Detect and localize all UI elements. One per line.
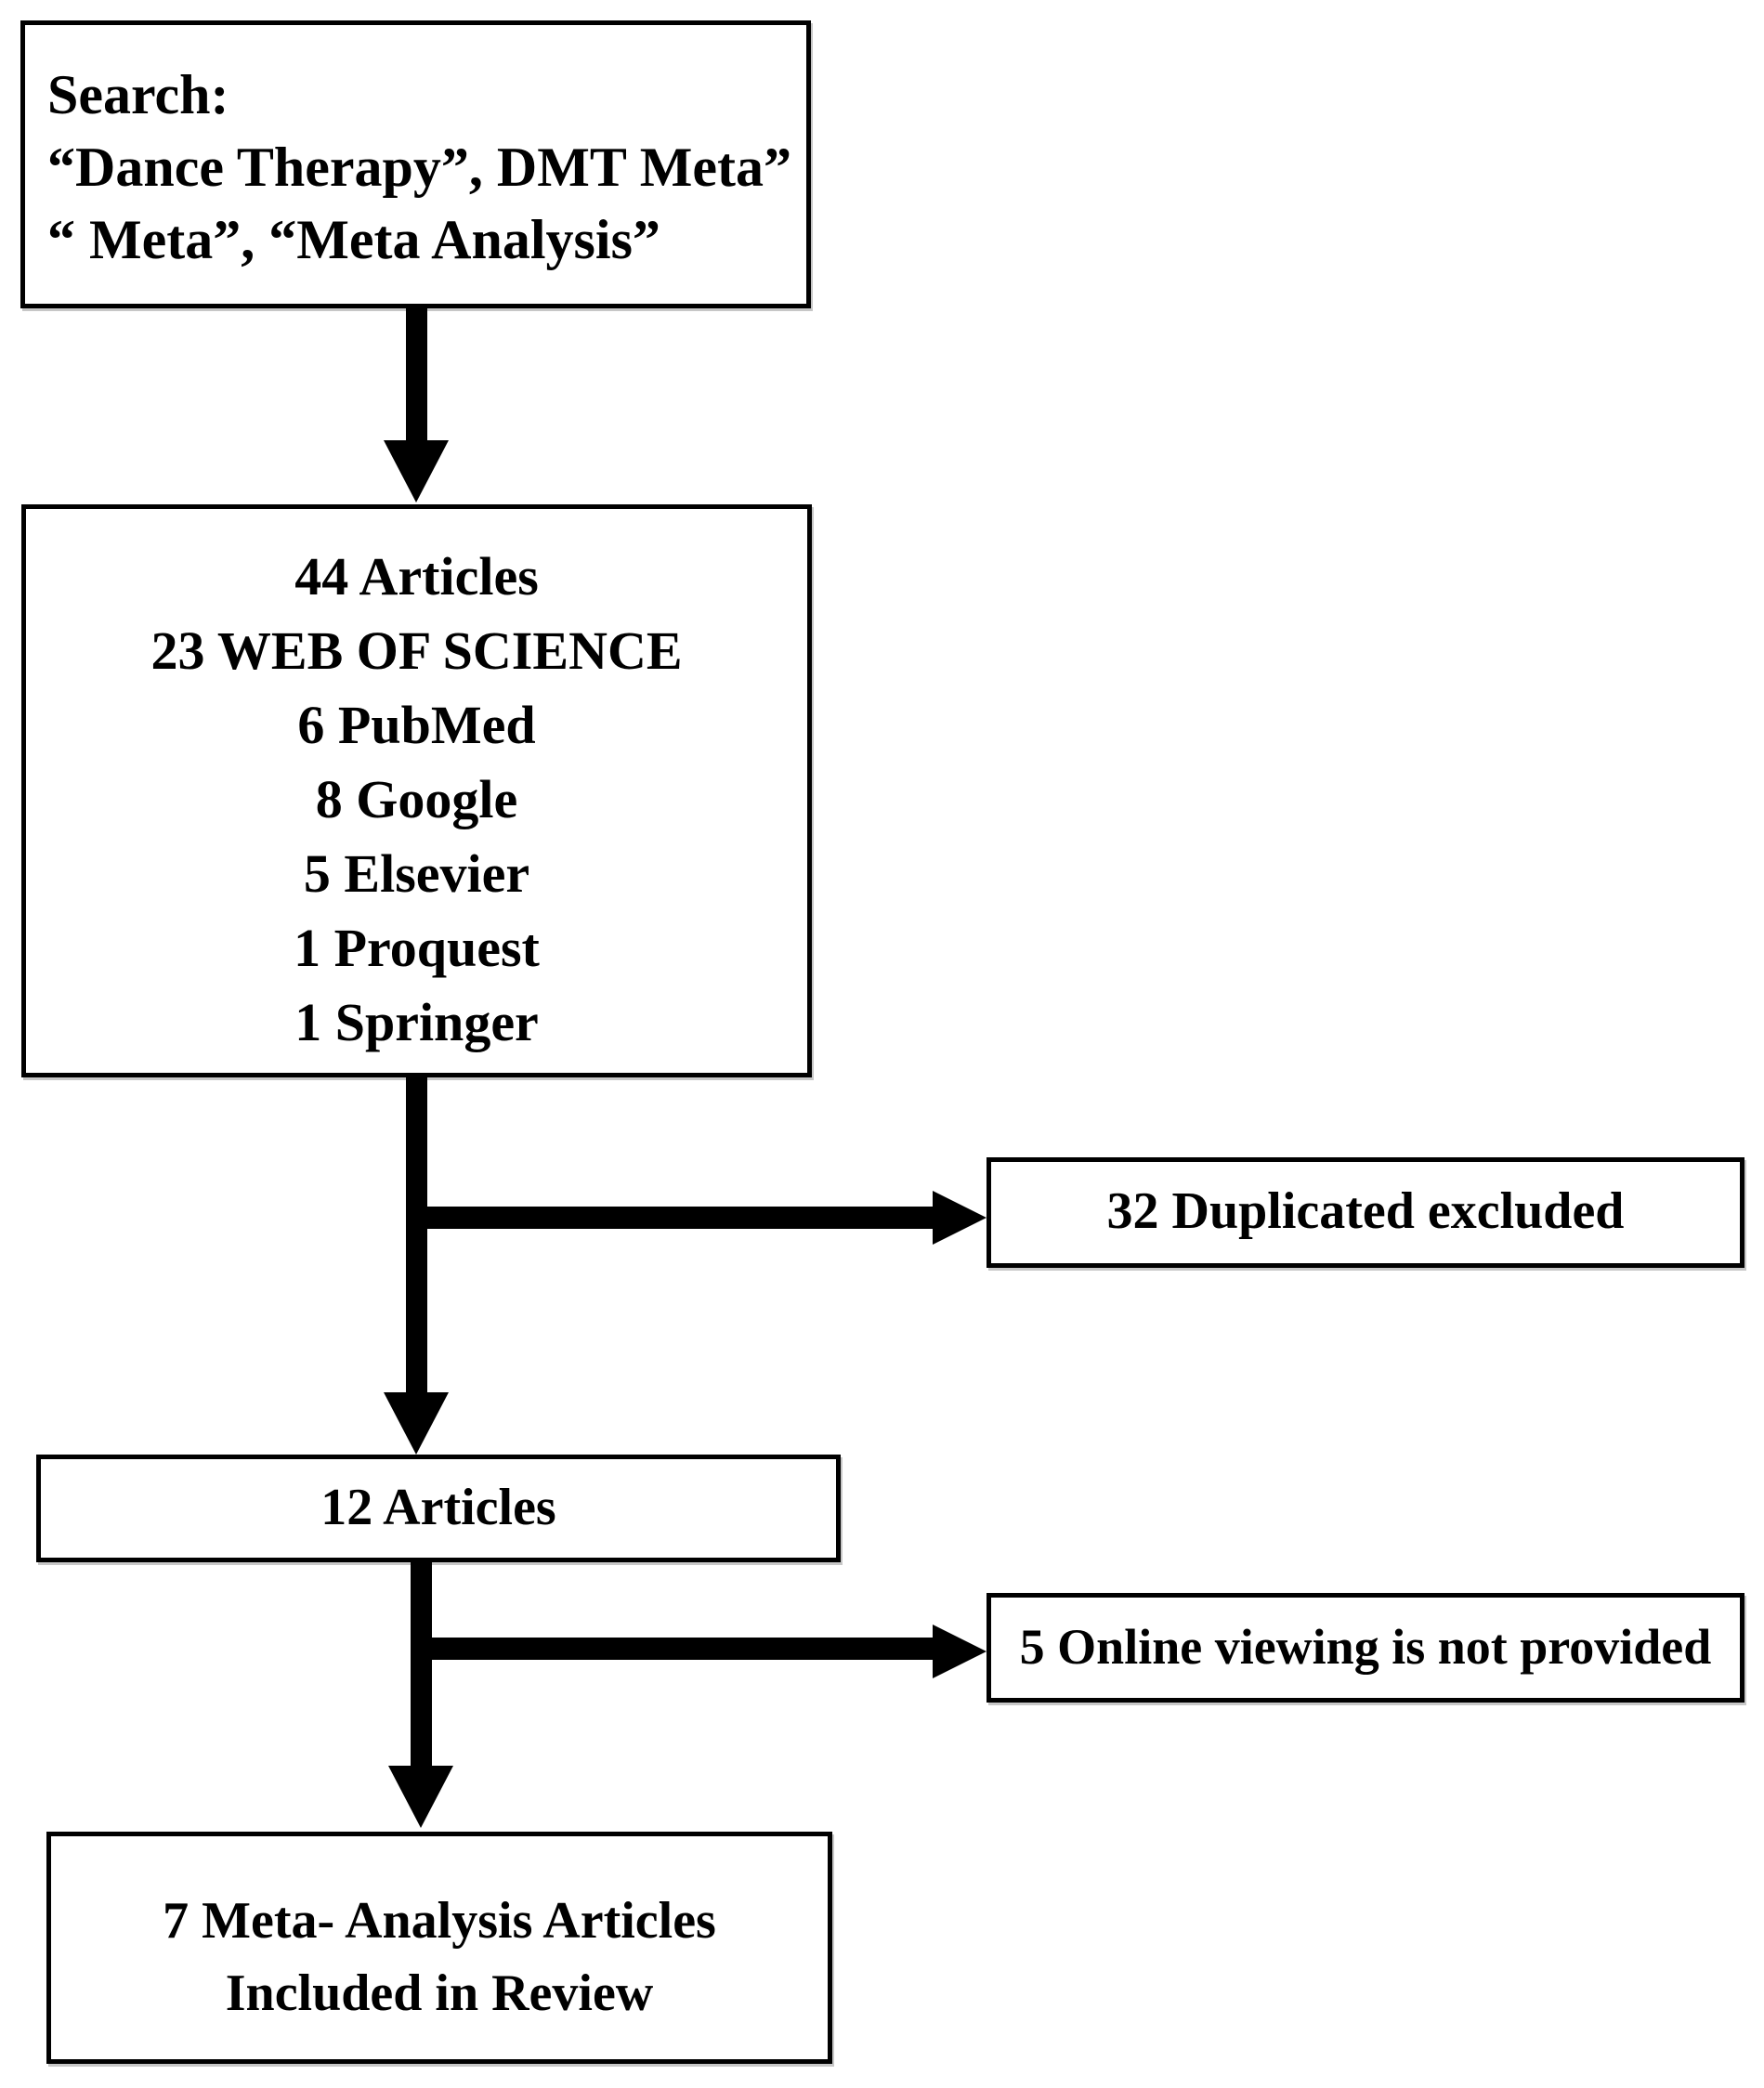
results-count-line: 5 Elsevier bbox=[303, 843, 530, 904]
search-terms-line: Search: bbox=[47, 64, 229, 125]
arrow-search-to-results-head bbox=[384, 440, 449, 502]
results-count-line: 8 Google bbox=[315, 769, 518, 829]
included-articles-line: 7 Meta- Analysis Articles bbox=[163, 1892, 716, 1950]
arrow-to-online-head bbox=[933, 1625, 987, 1678]
duplicates-excluded-label: 32 Duplicated excluded bbox=[1106, 1182, 1625, 1240]
arrow-results-to-screened-head bbox=[384, 1392, 449, 1455]
arrow-screened-to-included-head bbox=[388, 1766, 453, 1828]
arrow-results-to-screened-shaft bbox=[406, 1076, 427, 1393]
arrow-screened-to-included-shaft bbox=[411, 1560, 432, 1767]
results-count-line: 44 Articles bbox=[294, 546, 539, 607]
screened-articles-label: 12 Articles bbox=[320, 1479, 556, 1536]
no-online-viewing-box: 5 Online viewing is not provided bbox=[987, 1593, 1744, 1703]
included-articles-line: Included in Review bbox=[225, 1964, 654, 2022]
arrow-search-to-results-shaft bbox=[406, 307, 427, 441]
no-online-viewing-label: 5 Online viewing is not provided bbox=[1019, 1619, 1712, 1675]
arrow-to-duplicated-head bbox=[933, 1191, 987, 1245]
screened-articles-box: 12 Articles bbox=[36, 1455, 841, 1562]
results-count-line: 1 Springer bbox=[294, 992, 539, 1052]
arrow-to-online-shaft bbox=[421, 1638, 934, 1660]
duplicates-excluded-box: 32 Duplicated excluded bbox=[987, 1157, 1744, 1268]
search-terms-box: Search: “Dance Therapy”, DMT Meta” “ Met… bbox=[20, 20, 811, 308]
included-articles-box: 7 Meta- Analysis Articles Included in Re… bbox=[46, 1832, 832, 2064]
search-terms-line: “ Meta”, “Meta Analysis” bbox=[47, 209, 660, 270]
results-count-line: 1 Proquest bbox=[294, 918, 540, 978]
results-count-line: 23 WEB OF SCIENCE bbox=[150, 620, 683, 681]
arrow-to-duplicated-shaft bbox=[416, 1207, 934, 1229]
search-terms-line: “Dance Therapy”, DMT Meta” bbox=[47, 137, 792, 198]
results-count-line: 6 PubMed bbox=[297, 695, 536, 755]
search-results-box: 44 Articles 23 WEB OF SCIENCE 6 PubMed 8… bbox=[21, 504, 812, 1077]
